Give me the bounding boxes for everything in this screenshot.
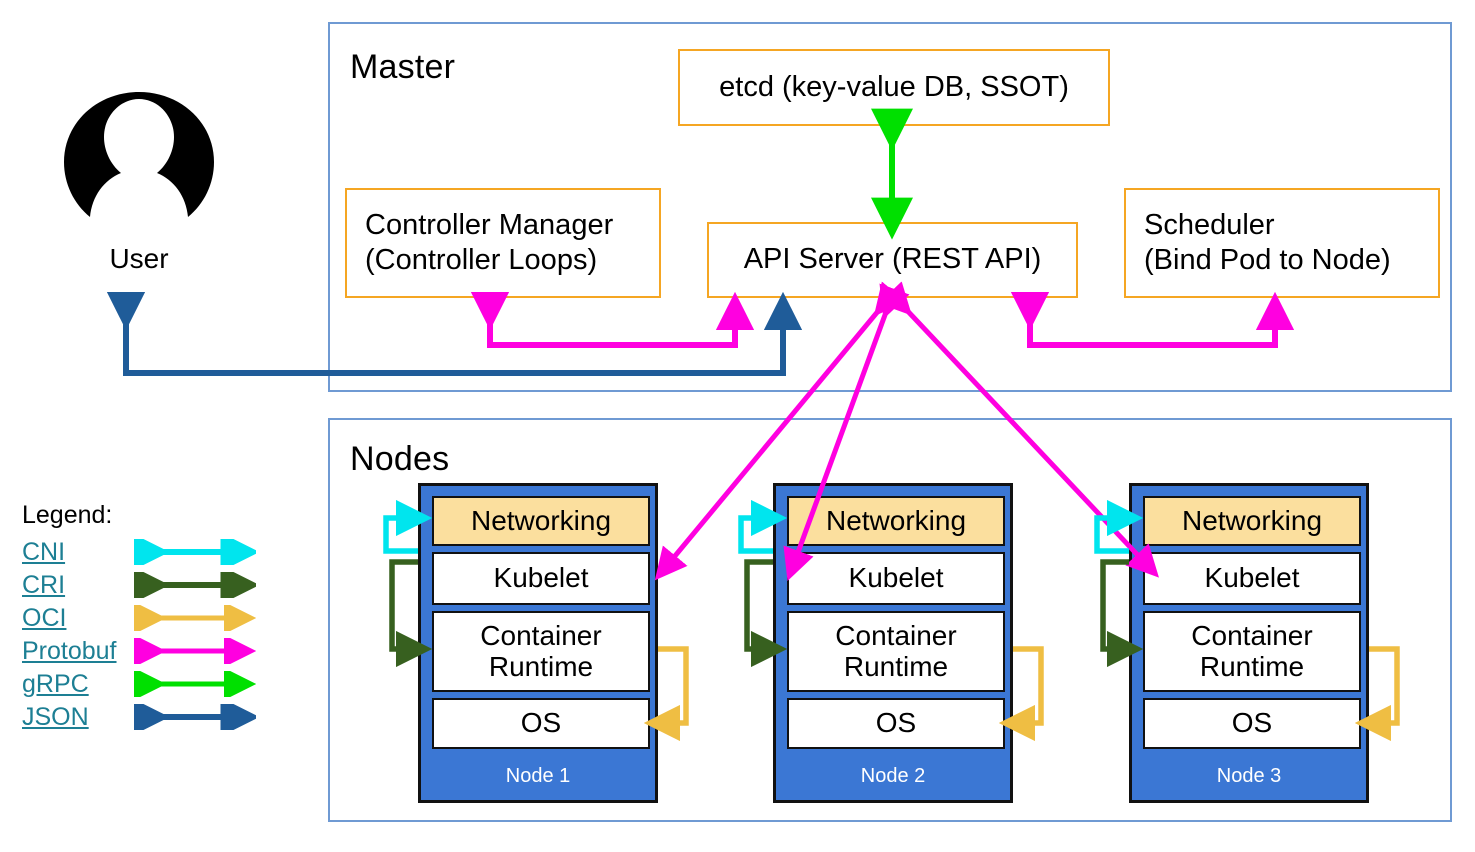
connector-cri-node2 (744, 559, 788, 668)
legend-swatch-cri (130, 565, 260, 604)
connector-oci-node2 (998, 646, 1044, 742)
legend-label-oci[interactable]: OCI (22, 603, 67, 632)
connector-protobuf-apiserver-node3 (878, 281, 1159, 578)
node-name-label: Node 2 (860, 765, 926, 787)
legend-item-protobuf[interactable]: Protobuf (22, 634, 282, 667)
node-card[interactable]: Networking Kubelet Container Runtime OS … (773, 483, 1013, 803)
legend-swatch-oci (133, 601, 257, 634)
connector-cni-node1 (383, 499, 433, 554)
connector-cni-node3 (1094, 499, 1144, 554)
node-layer-networking[interactable]: Networking (432, 496, 650, 546)
legend-item-cni[interactable]: CNI (22, 532, 282, 571)
legend-title: Legend: (22, 501, 113, 529)
legend-swatch-grpc (133, 667, 257, 700)
legend-label-json[interactable]: JSON (22, 702, 89, 731)
api-server-box[interactable]: API Server (REST API) (707, 222, 1078, 298)
legend-item-json[interactable]: JSON (22, 697, 282, 736)
nodes-panel-title: Nodes (350, 440, 450, 478)
node-layer-os[interactable]: OS (787, 698, 1005, 749)
user-label: User (109, 243, 169, 274)
node-name-label: Node 1 (505, 765, 571, 787)
legend-swatch-protobuf (133, 634, 257, 667)
master-panel-title: Master (350, 48, 456, 86)
node-layer-kubelet[interactable]: Kubelet (1143, 552, 1361, 605)
legend-label-grpc[interactable]: gRPC (22, 669, 89, 698)
node-name-label: Node 3 (1216, 765, 1282, 787)
node-layer-container-runtime[interactable]: Container Runtime (787, 611, 1005, 692)
node-layer-os[interactable]: OS (1143, 698, 1361, 749)
node-card[interactable]: Networking Kubelet Container Runtime OS … (418, 483, 658, 803)
node-layer-kubelet[interactable]: Kubelet (432, 552, 650, 605)
legend-item-grpc[interactable]: gRPC (22, 667, 282, 700)
legend-swatch-json (130, 697, 260, 736)
user-avatar-icon (64, 92, 214, 230)
connector-oci-node3 (1354, 646, 1400, 742)
connector-cni-node2 (738, 499, 788, 554)
connector-oci-node1 (643, 646, 689, 742)
node-layer-container-runtime[interactable]: Container Runtime (432, 611, 650, 692)
legend-item-oci[interactable]: OCI (22, 601, 282, 634)
node-layer-networking[interactable]: Networking (787, 496, 1005, 546)
legend-swatch-cni (130, 532, 260, 571)
node-layer-networking[interactable]: Networking (1143, 496, 1361, 546)
node-card[interactable]: Networking Kubelet Container Runtime OS … (1129, 483, 1369, 803)
scheduler-box[interactable]: Scheduler (Bind Pod to Node) (1124, 188, 1440, 298)
legend-label-cri[interactable]: CRI (22, 570, 66, 599)
legend-item-cri[interactable]: CRI (22, 565, 282, 604)
node-layer-os[interactable]: OS (432, 698, 650, 749)
etcd-box[interactable]: etcd (key-value DB, SSOT) (678, 49, 1110, 126)
connector-cri-node1 (389, 559, 433, 668)
legend-label-protobuf[interactable]: Protobuf (22, 636, 117, 665)
controller-manager-box[interactable]: Controller Manager (Controller Loops) (345, 188, 661, 298)
node-layer-container-runtime[interactable]: Container Runtime (1143, 611, 1361, 692)
legend-label-cni[interactable]: CNI (22, 537, 66, 566)
connector-cri-node3 (1100, 559, 1144, 668)
node-layer-kubelet[interactable]: Kubelet (787, 552, 1005, 605)
legend: Legend: CNI CRI (22, 500, 282, 736)
connector-protobuf-apiserver-node2 (783, 283, 910, 582)
